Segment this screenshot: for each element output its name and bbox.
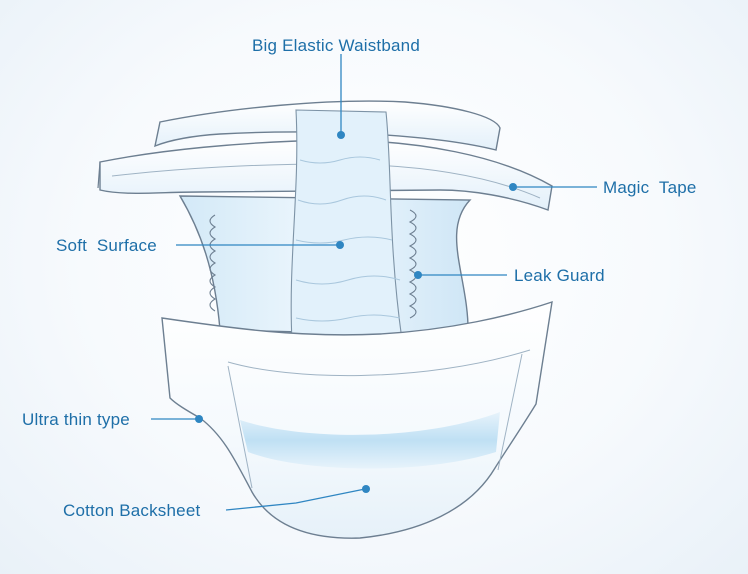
soft-surface-label: Soft Surface <box>56 236 157 255</box>
backsheet-callout <box>225 488 366 511</box>
backsheet-label: Cotton Backsheet <box>63 501 201 520</box>
front-panel <box>161 300 553 539</box>
soft-surface-dot <box>336 241 344 249</box>
ultra-thin-dot <box>195 415 203 423</box>
backsheet-dot <box>362 485 370 493</box>
waistband-label: Big Elastic Waistband <box>252 36 420 55</box>
waistband-dot <box>337 131 345 139</box>
magic-tape-dot <box>509 183 517 191</box>
leak-guard-label: Leak Guard <box>514 266 605 285</box>
leak-guard-dot <box>414 271 422 279</box>
inner-body <box>178 109 472 343</box>
ultra-thin-label: Ultra thin type <box>22 410 130 429</box>
magic-tape-label: Magic Tape <box>603 178 697 197</box>
callouts <box>151 54 597 511</box>
